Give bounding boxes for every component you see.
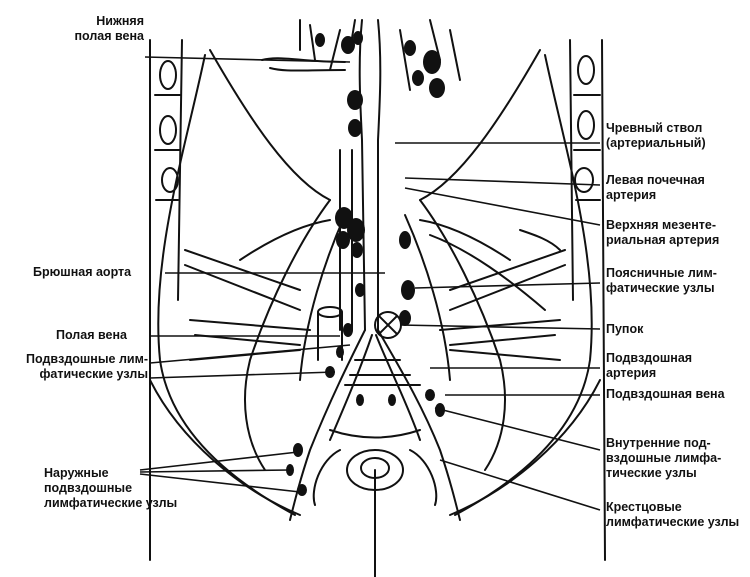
node xyxy=(297,484,307,496)
left-costal-arc xyxy=(210,50,330,200)
leader-internal-iliac xyxy=(435,408,600,450)
node xyxy=(341,36,355,54)
label-superior-mesenteric-artery: Верхняя мезенте- риальная артерия xyxy=(606,218,719,248)
label-internal-iliac-lymph-nodes: Внутренние под- вздошные лимфа- тические… xyxy=(606,436,721,481)
right-costal-arc xyxy=(420,50,540,200)
node xyxy=(423,50,441,74)
label-iliac-lymph-nodes: Подвздошные лим- фатические узлы xyxy=(6,352,148,382)
leader-sacral xyxy=(440,460,600,510)
label-iliac-vein: Подвздошная вена xyxy=(606,387,725,402)
node xyxy=(429,78,445,98)
node xyxy=(353,31,363,45)
label-inferior-vena-cava: Нижняя полая вена xyxy=(64,14,144,44)
node xyxy=(355,283,365,297)
node xyxy=(388,394,396,406)
node xyxy=(351,242,363,258)
lymph-nodes-group xyxy=(286,31,445,496)
leader-ivc xyxy=(145,57,350,62)
node xyxy=(315,33,325,47)
node xyxy=(343,323,353,337)
label-external-iliac-lymph-nodes: Наружные подвздошные лимфатические узлы xyxy=(44,466,177,511)
label-vena-cava: Полая вена xyxy=(56,328,127,343)
right-side-column xyxy=(570,40,605,560)
node xyxy=(293,443,303,457)
node xyxy=(336,346,344,358)
node xyxy=(399,231,411,249)
label-lumbar-lymph-nodes: Поясничные лим- фатические узлы xyxy=(606,266,717,296)
label-abdominal-aorta: Брюшная аорта xyxy=(33,265,131,280)
label-iliac-artery: Подвздошная артерия xyxy=(606,351,692,381)
leader-iliac-nodes-2 xyxy=(150,372,335,378)
right-psoas xyxy=(420,200,505,470)
node xyxy=(425,389,435,401)
node xyxy=(404,40,416,56)
node xyxy=(347,90,363,110)
node xyxy=(399,310,411,326)
node xyxy=(401,280,415,300)
label-left-renal-artery: Левая почечная артерия xyxy=(606,173,705,203)
node xyxy=(336,231,350,249)
label-celiac-trunk: Чревный ствол (артериальный) xyxy=(606,121,706,151)
label-sacral-lymph-nodes: Крестцовые лимфатические узлы xyxy=(606,500,739,530)
node xyxy=(356,394,364,406)
label-navel: Пупок xyxy=(606,322,643,337)
node xyxy=(348,119,362,137)
node xyxy=(412,70,424,86)
